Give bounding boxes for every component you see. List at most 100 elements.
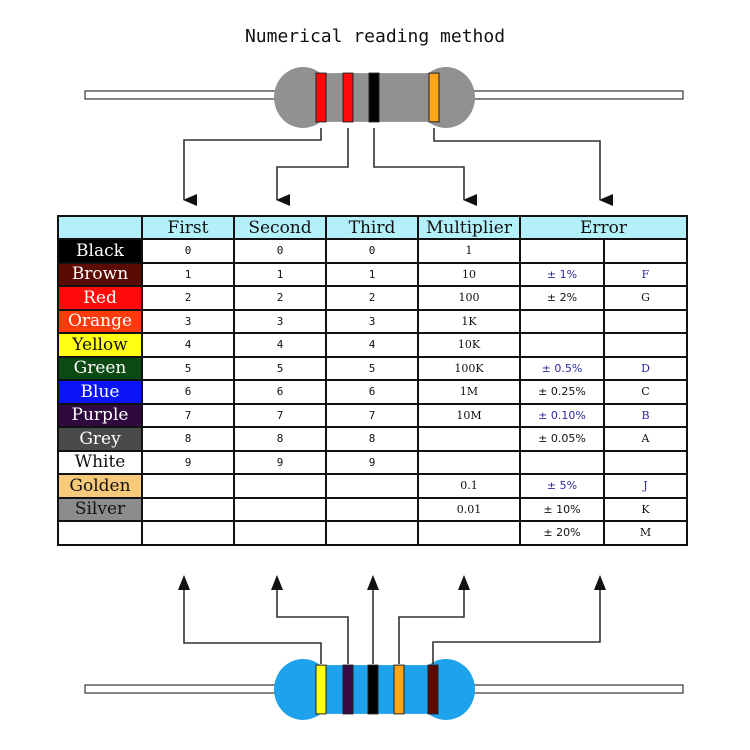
first-digit-cell: 2 — [141, 285, 235, 311]
error-cell — [519, 238, 605, 264]
second-digit-cell: 7 — [233, 402, 327, 428]
color-name-cell: Orange — [57, 308, 143, 334]
first-digit-cell: 9 — [141, 449, 235, 475]
color-name-cell: Green — [57, 355, 143, 381]
multiplier-cell: 100 — [417, 285, 521, 311]
multiplier-cell: 10K — [417, 332, 521, 358]
band-purple — [342, 664, 354, 715]
third-digit-cell: 0 — [325, 238, 419, 264]
third-digit-cell — [325, 473, 419, 499]
first-digit-cell: 8 — [141, 426, 235, 452]
color-name-cell: Red — [57, 285, 143, 311]
error-code-cell: D — [603, 355, 688, 381]
third-digit-cell: 5 — [325, 355, 419, 381]
band-black — [367, 664, 379, 715]
header-first: First — [141, 215, 235, 240]
third-digit-cell: 8 — [325, 426, 419, 452]
error-cell: ± 20% — [519, 520, 605, 546]
arrow-first-band-to-first — [183, 128, 322, 206]
error-cell: ± 0.25% — [519, 379, 605, 405]
third-digit-cell: 6 — [325, 379, 419, 405]
third-digit-cell: 3 — [325, 308, 419, 334]
error-cell: ± 10% — [519, 496, 605, 522]
bottom-resistor-bands — [315, 664, 439, 715]
error-cell: ± 0.05% — [519, 426, 605, 452]
multiplier-cell: 1K — [417, 308, 521, 334]
first-digit-cell: 5 — [141, 355, 235, 381]
second-digit-cell: 8 — [233, 426, 327, 452]
arrow-up-head-first — [178, 575, 190, 590]
multiplier-cell — [417, 520, 521, 546]
color-code-table: First Second Third Multiplier Error Blac… — [57, 215, 688, 546]
first-digit-cell — [141, 520, 235, 546]
arrow-second-band-to-second — [276, 128, 349, 206]
third-digit-cell — [325, 520, 419, 546]
error-code-cell: F — [603, 261, 688, 287]
second-digit-cell: 0 — [233, 238, 327, 264]
color-name-cell: Blue — [57, 379, 143, 405]
band-orange — [428, 72, 440, 123]
diagram-title: Numerical reading method — [244, 26, 506, 47]
color-name-cell: Black — [57, 238, 143, 264]
color-name-cell: Grey — [57, 426, 143, 452]
arrow-up-head-error — [594, 575, 606, 590]
error-code-cell: G — [603, 285, 688, 311]
header-second: Second — [233, 215, 327, 240]
band-red — [315, 72, 327, 123]
arrow-band1-to-first — [183, 590, 322, 664]
error-cell: ± 2% — [519, 285, 605, 311]
second-digit-cell: 1 — [233, 261, 327, 287]
error-code-cell — [603, 238, 688, 264]
second-digit-cell: 3 — [233, 308, 327, 334]
third-digit-cell: 7 — [325, 402, 419, 428]
error-code-cell — [603, 308, 688, 334]
multiplier-cell: 10M — [417, 402, 521, 428]
arrow-third-band-to-multiplier — [373, 128, 477, 206]
color-name-cell: Golden — [57, 473, 143, 499]
arrow-band2-to-second — [276, 590, 349, 664]
error-code-cell: A — [603, 426, 688, 452]
third-digit-cell: 2 — [325, 285, 419, 311]
bottom-resistor — [84, 659, 684, 720]
header-color — [57, 215, 143, 240]
table-header-row: First Second Third Multiplier Error — [57, 215, 688, 240]
error-code-cell — [603, 332, 688, 358]
top-resistor-bands — [315, 72, 440, 123]
error-code-cell: C — [603, 379, 688, 405]
second-digit-cell — [233, 473, 327, 499]
multiplier-cell: 1M — [417, 379, 521, 405]
error-code-cell: J — [603, 473, 688, 499]
third-digit-cell: 9 — [325, 449, 419, 475]
table-row: ± 20%M — [57, 520, 688, 546]
multiplier-cell — [417, 426, 521, 452]
error-code-cell: K — [603, 496, 688, 522]
error-code-cell: M — [603, 520, 688, 546]
band-orange — [393, 664, 405, 715]
second-digit-cell — [233, 520, 327, 546]
band-yellow — [315, 664, 327, 715]
header-multiplier: Multiplier — [417, 215, 521, 240]
arrow-up-head-third — [367, 575, 379, 590]
multiplier-cell: 0.01 — [417, 496, 521, 522]
arrow-fourth-band-to-error — [433, 128, 613, 206]
error-code-cell — [603, 449, 688, 475]
arrow-band5-to-error — [432, 590, 601, 664]
error-cell — [519, 332, 605, 358]
header-error: Error — [519, 215, 688, 240]
first-digit-cell — [141, 473, 235, 499]
color-name-cell: White — [57, 449, 143, 475]
bottom-arrow-heads — [178, 575, 606, 590]
second-digit-cell: 2 — [233, 285, 327, 311]
first-digit-cell — [141, 496, 235, 522]
error-cell — [519, 308, 605, 334]
first-digit-cell: 6 — [141, 379, 235, 405]
